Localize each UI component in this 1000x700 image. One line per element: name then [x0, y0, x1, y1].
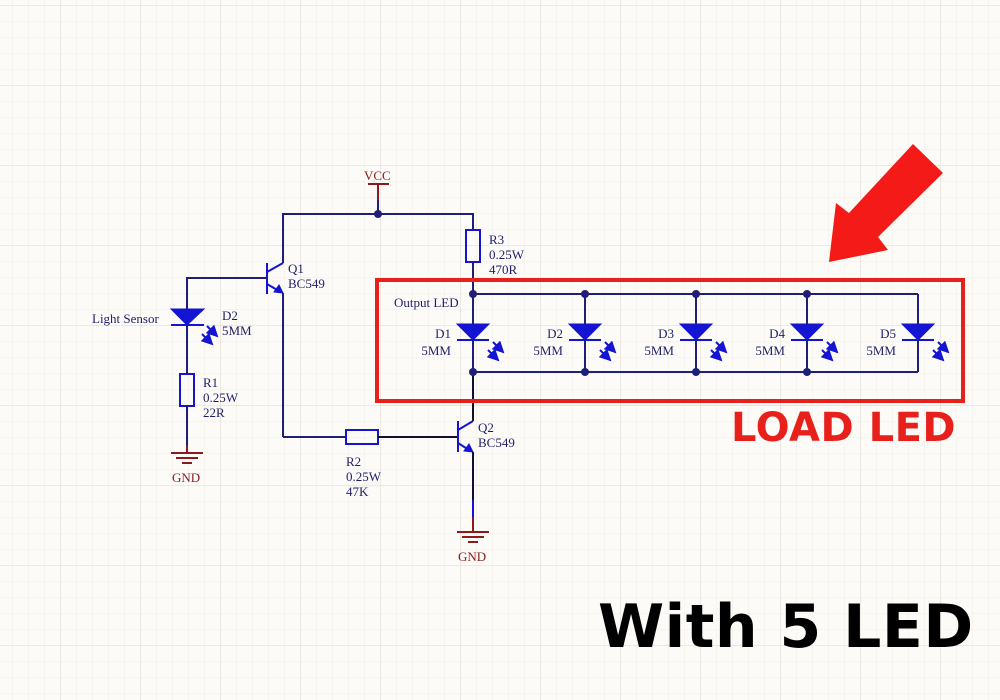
r3-value: 470R	[489, 262, 518, 277]
vcc-symbol: VCC	[364, 168, 391, 214]
load-led-label: LOAD LED	[731, 405, 957, 451]
q1-ref: Q1	[288, 261, 304, 276]
r3-ref: R3	[489, 232, 504, 247]
transistor-q1: Q1 BC549	[266, 261, 325, 437]
vcc-label: VCC	[364, 168, 391, 183]
led-value: 5MM	[533, 343, 563, 358]
junction	[469, 368, 477, 376]
led-value: 5MM	[755, 343, 785, 358]
r2-value: 47K	[346, 484, 369, 499]
light-emission-icon	[488, 342, 503, 360]
junction	[581, 368, 589, 376]
light-emission-icon	[822, 342, 837, 360]
led-ref: D1	[435, 326, 451, 341]
transistor-q2: Q2 BC549	[457, 372, 515, 517]
gnd-label-left: GND	[172, 470, 200, 485]
gnd-symbol-right: GND	[457, 517, 489, 564]
led-ref: D4	[769, 326, 785, 341]
sensor-label: Light Sensor	[92, 311, 159, 326]
light-emission-icon	[711, 342, 726, 360]
light-emission-icon	[600, 342, 615, 360]
r2-ref: R2	[346, 454, 361, 469]
led-triangle	[900, 323, 936, 341]
r1-ref: R1	[203, 375, 218, 390]
gnd-symbol-left: GND	[171, 445, 203, 485]
junction-vcc	[374, 210, 382, 218]
resistor-r2: R2 0.25W 47K	[283, 429, 458, 499]
led-value: 5MM	[644, 343, 674, 358]
junction	[692, 290, 700, 298]
q1-value: BC549	[288, 276, 325, 291]
load-highlight-box	[375, 278, 965, 403]
q1-base-wire	[186, 277, 267, 309]
r1-power: 0.25W	[203, 390, 239, 405]
led-value: 5MM	[421, 343, 451, 358]
junction	[803, 368, 811, 376]
caption-title: With 5 LED	[598, 592, 974, 662]
q2-ref: Q2	[478, 420, 494, 435]
sensor-ref: D2	[222, 308, 238, 323]
junction	[692, 368, 700, 376]
led-triangle	[789, 323, 825, 341]
junction	[581, 290, 589, 298]
led-triangle	[678, 323, 714, 341]
led-ref: D3	[658, 326, 674, 341]
output-led-label: Output LED	[394, 295, 459, 310]
led-triangle	[455, 323, 491, 341]
junction	[803, 290, 811, 298]
r1-value: 22R	[203, 405, 225, 420]
light-emission-icon	[933, 342, 948, 360]
light-sensor-d2: Light Sensor D2 5MM	[92, 308, 252, 374]
r2-power: 0.25W	[346, 469, 382, 484]
q2-value: BC549	[478, 435, 515, 450]
led-ref: D2	[547, 326, 563, 341]
gnd-label-right: GND	[458, 549, 486, 564]
resistor-r3: R3 0.25W 470R	[465, 229, 525, 294]
vcc-rail-wire	[282, 213, 474, 263]
junction	[469, 290, 477, 298]
led-ref: D5	[880, 326, 896, 341]
resistor-r1: R1 0.25W 22R	[179, 373, 239, 445]
pointer-arrow-icon	[829, 144, 943, 262]
r3-power: 0.25W	[489, 247, 525, 262]
led-value: 5MM	[866, 343, 896, 358]
led-triangle	[567, 323, 603, 341]
sensor-value: 5MM	[222, 323, 252, 338]
